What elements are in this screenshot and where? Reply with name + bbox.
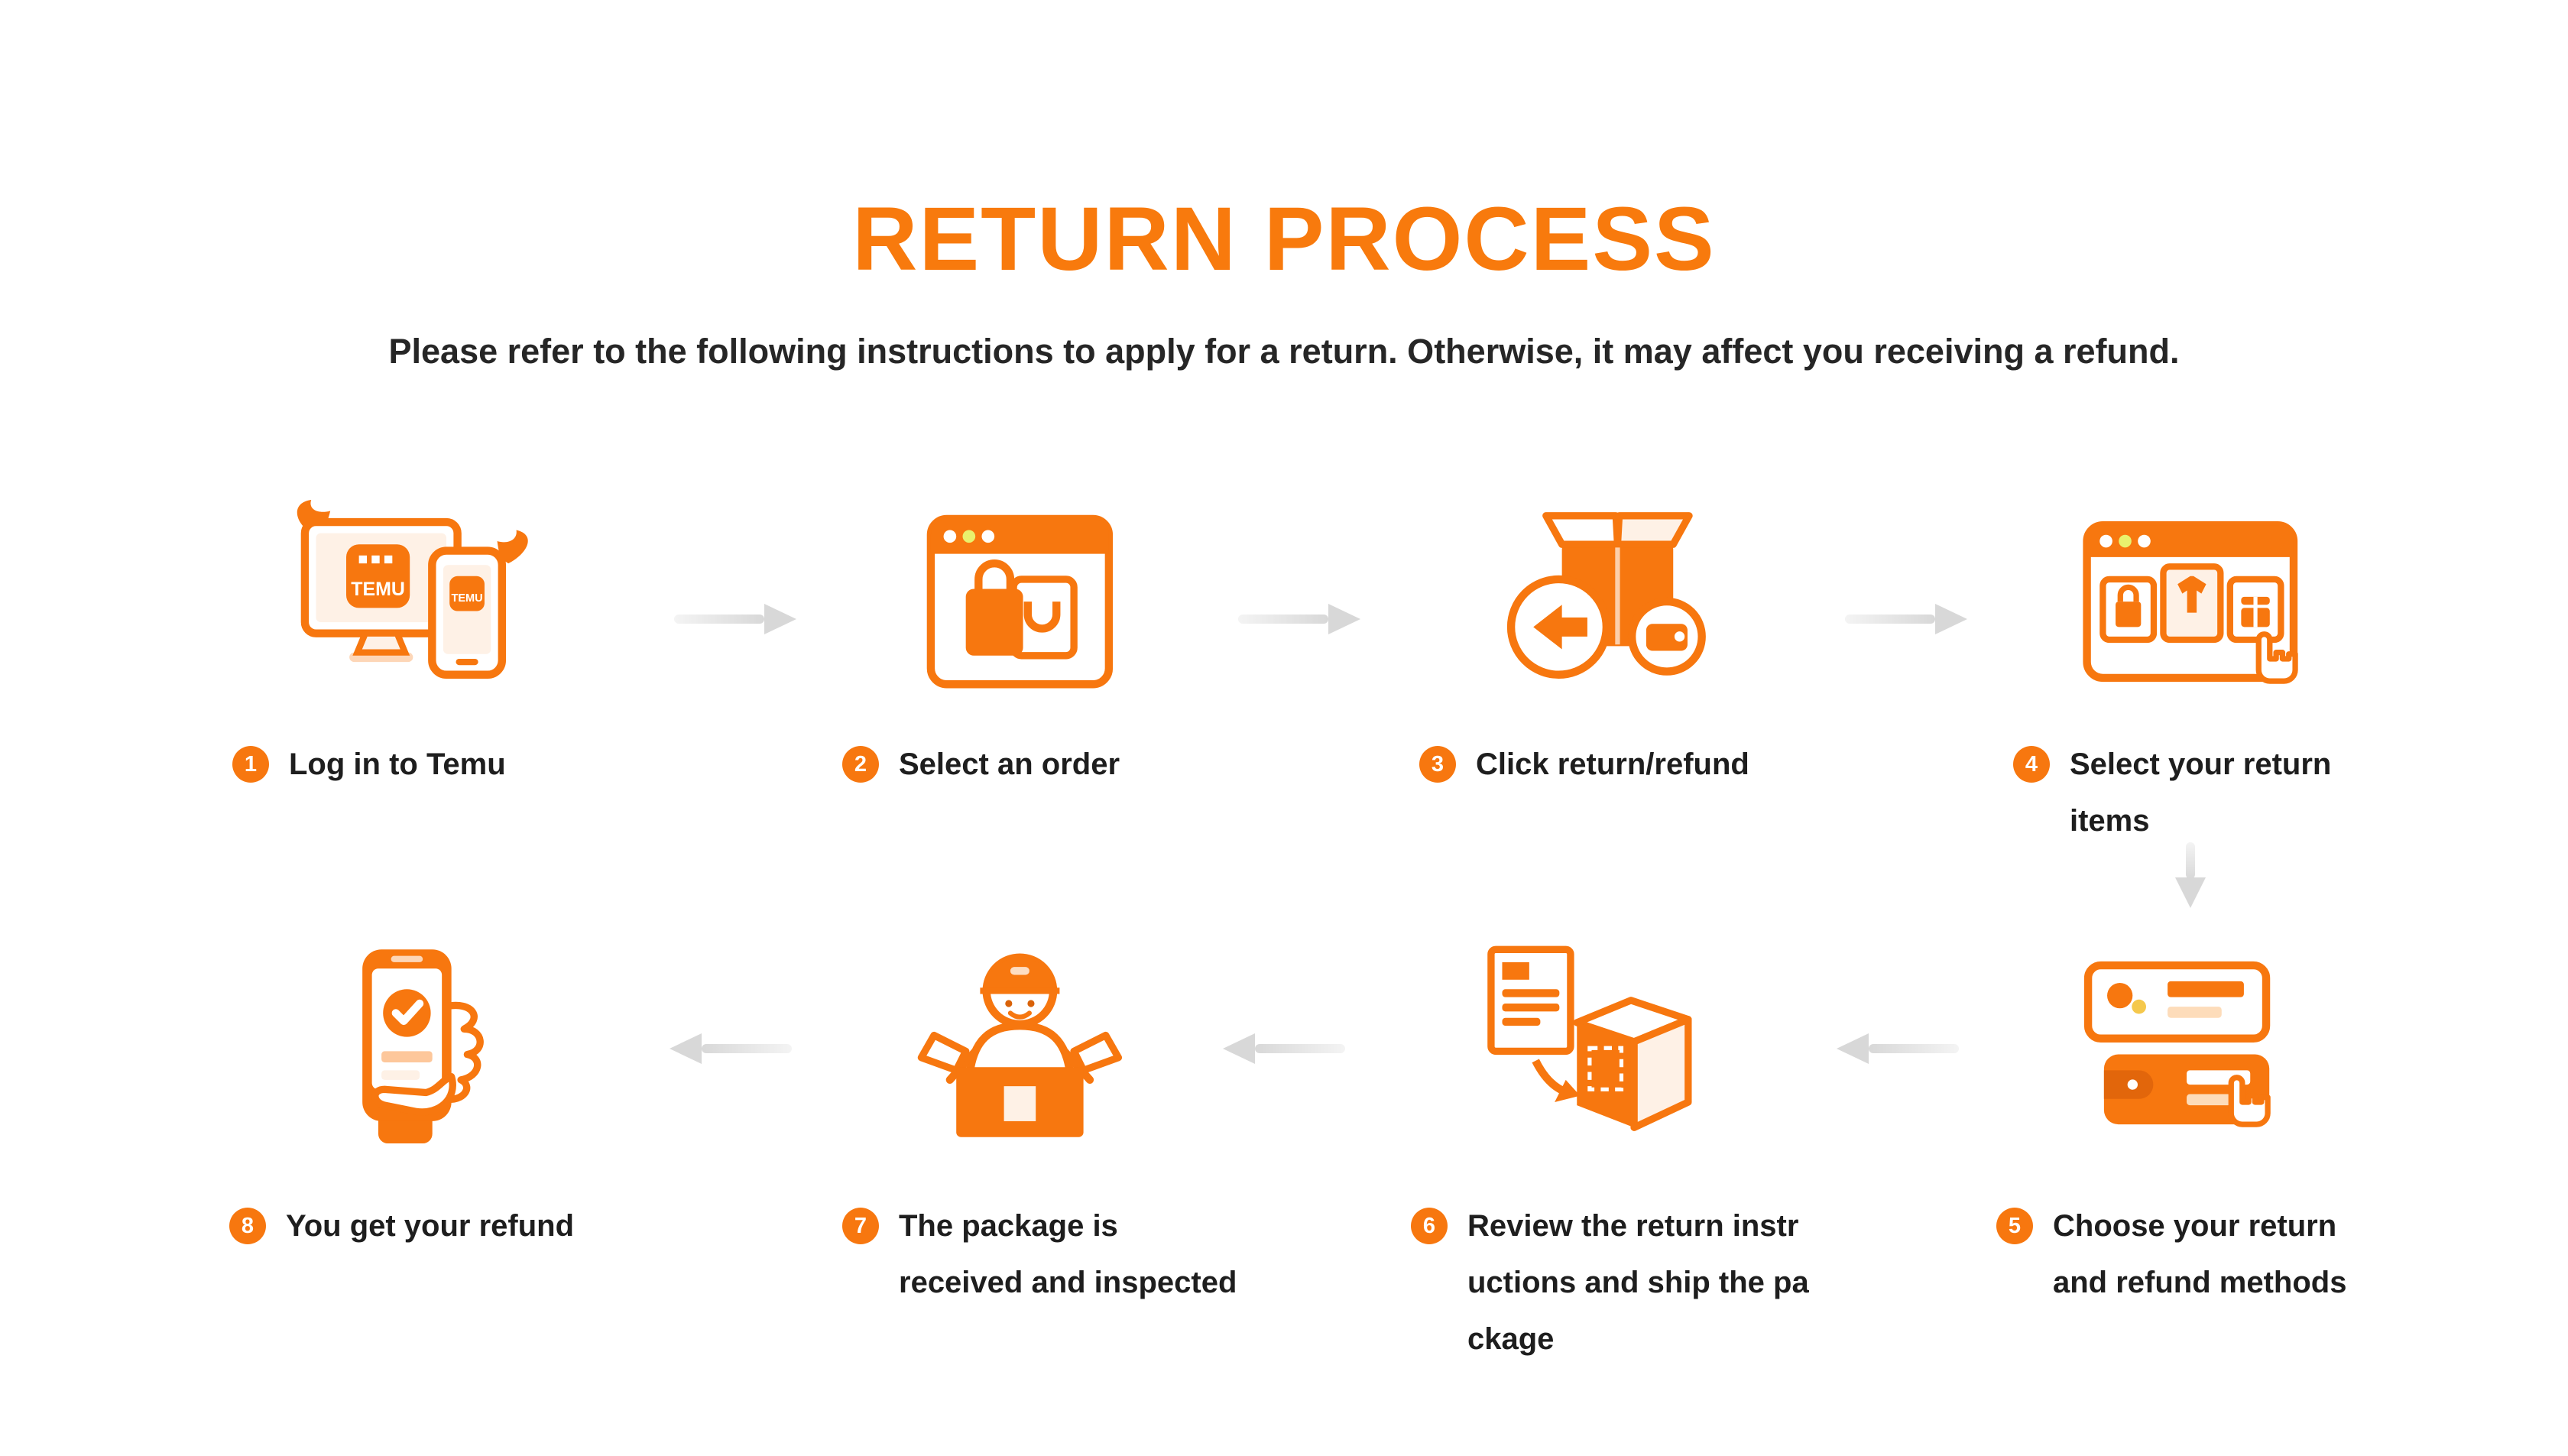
cursor-hand-icon bbox=[2228, 1075, 2271, 1127]
flow-arrow-left-icon bbox=[1837, 1032, 1959, 1065]
step-label: Review the return instr uctions and ship… bbox=[1467, 1209, 1809, 1356]
order-browser-icon bbox=[926, 514, 1113, 689]
step-number-badge: 7 bbox=[842, 1208, 879, 1244]
step-label: You get your refund bbox=[286, 1209, 575, 1243]
step-number-badge: 4 bbox=[2013, 746, 2050, 783]
flow-arrow-right-icon bbox=[1845, 602, 1967, 636]
step-5: 5 Choose your return and refund methods bbox=[1906, 913, 2441, 1311]
step-label: Click return/refund bbox=[1476, 747, 1749, 781]
refund-phone-icon bbox=[362, 949, 484, 1144]
payment-methods-icon bbox=[2083, 961, 2271, 1127]
temu-logo-phone: TEMU bbox=[451, 592, 482, 605]
step-number-badge: 6 bbox=[1411, 1208, 1448, 1244]
temu-devices-icon: TEMU TEMU bbox=[297, 499, 528, 679]
flow-arrow-right-icon bbox=[1238, 602, 1360, 636]
step-label: Select an order bbox=[899, 747, 1120, 781]
flow-arrow-down-icon bbox=[2174, 842, 2207, 910]
step-label: Choose your return and refund methods bbox=[2053, 1209, 2347, 1299]
return-items-browser-icon bbox=[2083, 521, 2298, 684]
step-number-badge: 8 bbox=[229, 1208, 266, 1244]
step-label: Select your return items bbox=[2070, 747, 2332, 838]
step-3: 3 Click return/refund bbox=[1329, 470, 1864, 793]
step-4: 4 Select your return items bbox=[1923, 470, 2458, 849]
step-number-badge: 5 bbox=[1996, 1208, 2033, 1244]
page-title: RETURN PROCESS bbox=[852, 189, 1716, 290]
ship-package-icon bbox=[1487, 945, 1692, 1131]
step-7: 7 The package is received and inspected bbox=[752, 913, 1287, 1311]
step-label: Log in to Temu bbox=[289, 747, 506, 781]
step-2: 2 Select an order bbox=[752, 470, 1287, 793]
step-number-badge: 2 bbox=[842, 746, 879, 783]
flow-arrow-left-icon bbox=[670, 1032, 792, 1065]
step-8: 8 You get your refund bbox=[139, 913, 674, 1254]
step-1: TEMU TEMU 1 Log in to Temu bbox=[142, 470, 677, 793]
return-package-icon bbox=[1506, 512, 1706, 679]
step-6: 6 Review the return instr uctions and sh… bbox=[1321, 913, 1856, 1367]
temu-logo-monitor: TEMU bbox=[351, 579, 405, 600]
step-label: The package is received and inspected bbox=[899, 1209, 1237, 1299]
page-subtitle: Please refer to the following instructio… bbox=[388, 332, 2180, 371]
step-number-badge: 3 bbox=[1419, 746, 1456, 783]
inspection-worker-icon bbox=[917, 953, 1122, 1137]
flow-arrow-left-icon bbox=[1223, 1032, 1345, 1065]
cursor-hand-icon bbox=[2255, 631, 2298, 684]
step-number-badge: 1 bbox=[232, 746, 269, 783]
flow-arrow-right-icon bbox=[674, 602, 796, 636]
